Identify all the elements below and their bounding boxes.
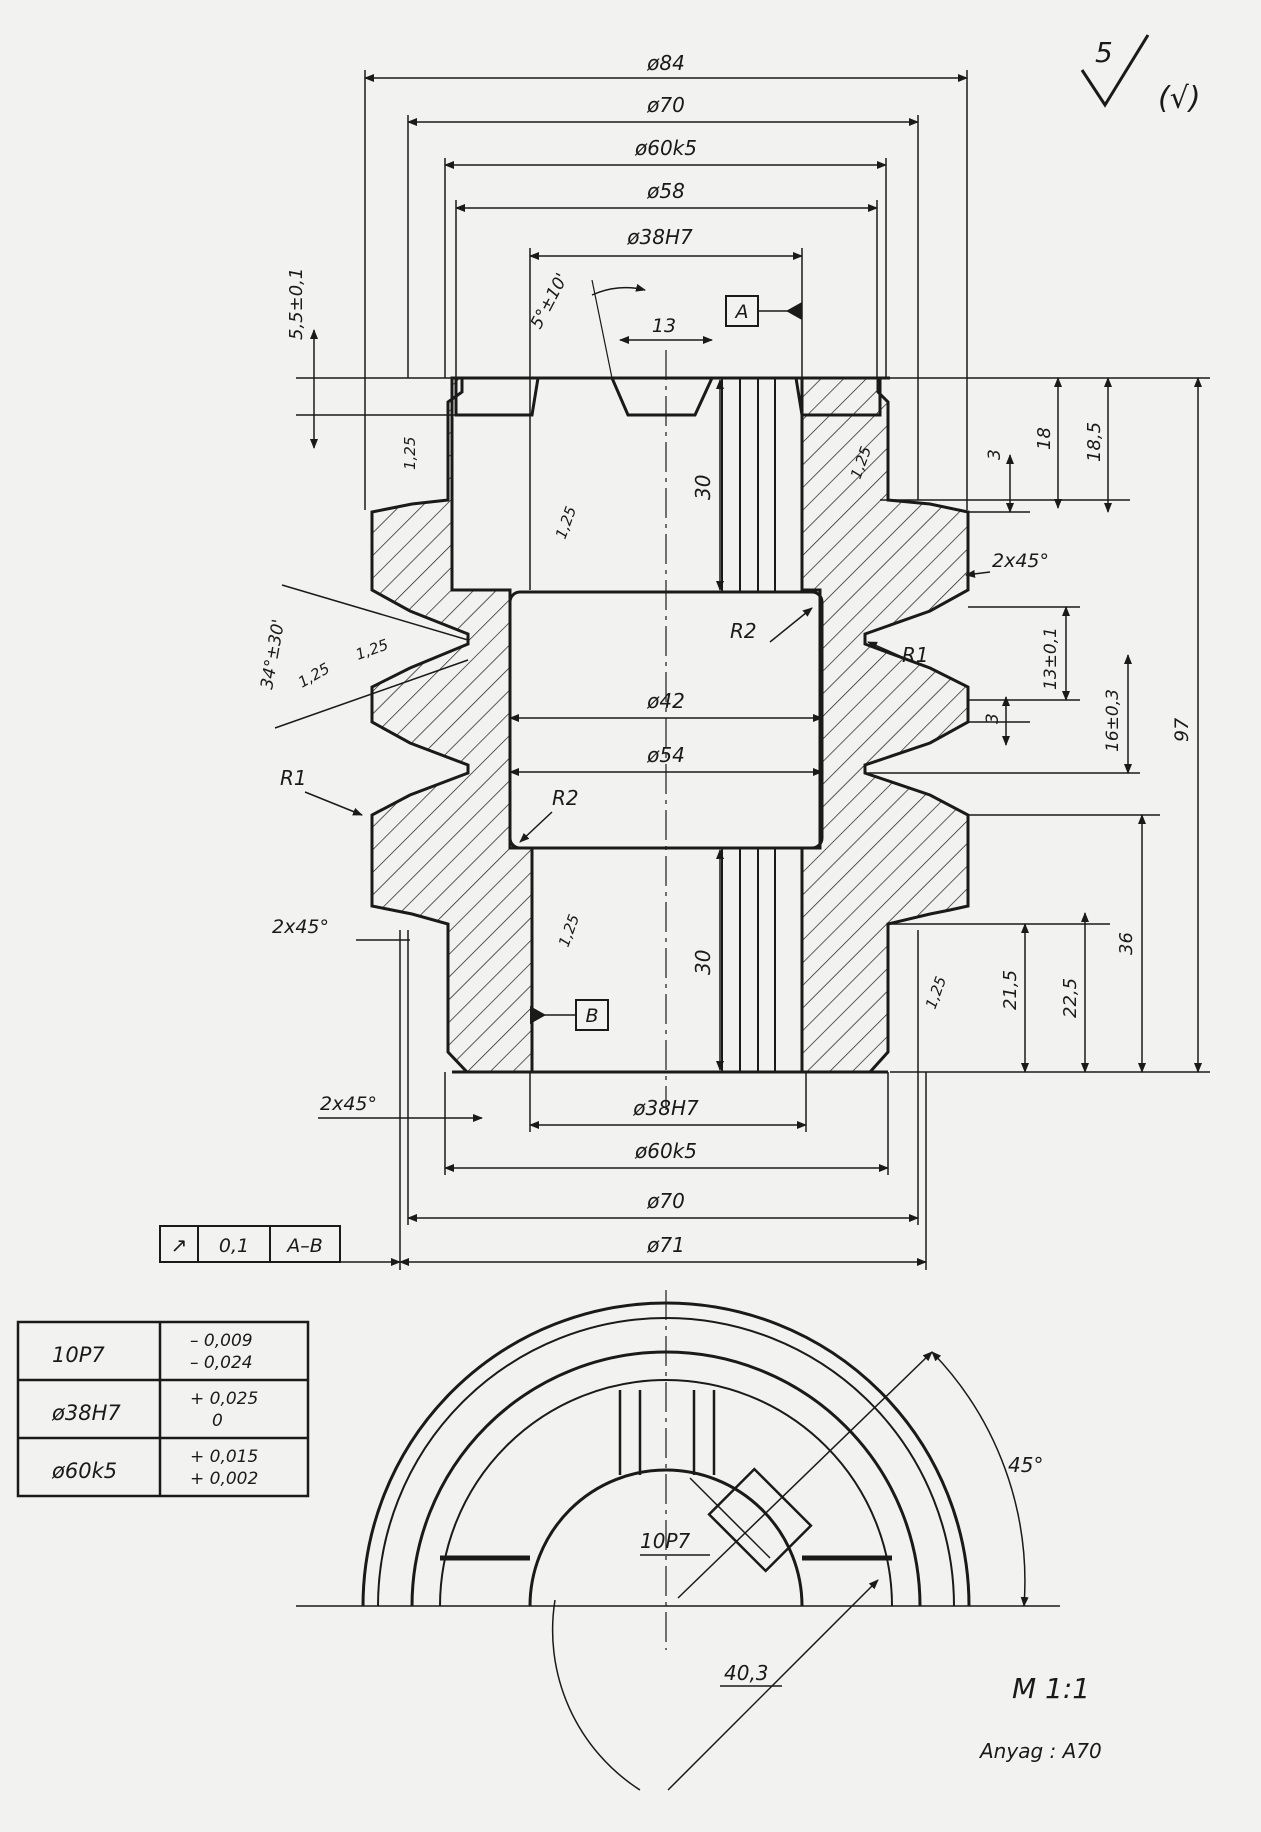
tol-row-1-upper: – 0,009 [190,1331,253,1351]
len-30-bottom: 30 [691,950,715,975]
end-view [296,1290,1060,1791]
rough-2: 1,25 [552,504,580,542]
svg-text:A: A [734,301,749,323]
tol-row-1-lower: – 0,024 [190,1353,253,1373]
end-view-depth: 40,3 [724,1661,769,1685]
rough-6: 1,25 [922,974,950,1012]
rough-3: 1,25 [353,635,391,663]
label-r1-left: R1 [280,766,307,790]
end-view-keyway: 10P7 [640,1529,691,1553]
dim-3-mid: 3 [983,713,1003,724]
dim-36: 36 [1116,932,1137,955]
label-angle-34: 34°±30' [257,618,289,691]
datum-a: A [725,295,802,327]
runout-frame: ↗ 0,1 A–B [159,1225,401,1266]
dim-bore-42: ø42 [646,689,685,713]
datum-b: B [530,999,609,1031]
dim-d70-bottom: ø70 [646,1189,685,1213]
roughness-value: 5 [1095,36,1113,69]
dim-angle-5: 5°±10' [527,270,573,332]
dim-step-5-5: 5,5±0,1 [286,268,307,340]
right-dimension-lines [868,377,1210,1073]
runout-datum: A–B [285,1235,323,1257]
pulley-section [370,350,970,1110]
rough-4: 1,25 [295,659,333,691]
rough-1: 1,25 [401,437,419,470]
key-grooves [721,378,776,1072]
label-r2-bottom: R2 [552,786,579,810]
bore-dim-lines [509,714,823,776]
scale-label: M 1:1 [1012,1672,1090,1705]
dim-18: 18 [1034,427,1055,450]
dim-18-5: 18,5 [1084,422,1105,462]
material-label: Anyag : A70 [978,1739,1102,1763]
dim-d60k5-bottom: ø60k5 [634,1139,697,1163]
dim-d70-top: ø70 [646,93,685,117]
chamfer-bottom: 2x45° [320,1093,377,1115]
dim-22-5: 22,5 [1060,978,1081,1018]
keyway [610,377,714,417]
runout-symbol: ↗ [171,1233,188,1257]
dim-13: 13±0,1 [1041,627,1061,690]
svg-text:B: B [585,1005,598,1027]
rough-5: 1,25 [555,912,583,950]
dim-d71: ø71 [646,1233,685,1257]
dim-3-top: 3 [985,449,1005,460]
dim-16: 16±0,3 [1103,689,1123,752]
tol-row-2-name: ø38H7 [51,1401,121,1425]
dim-97: 97 [1171,718,1193,742]
bottom-dimension-lines [399,930,927,1270]
dim-bore-54: ø54 [646,743,685,767]
dim-21-5: 21,5 [1000,970,1021,1010]
left-section-hatch [370,376,534,1074]
runout-value: 0,1 [219,1235,249,1257]
len-30-top: 30 [691,475,715,500]
roughness-note: (√) [1158,81,1201,116]
dim-d84: ø84 [646,51,685,75]
end-view-angle: 45° [1008,1453,1043,1477]
tol-row-3-lower: + 0,002 [190,1469,258,1489]
groove-angle-lines [274,584,469,729]
surface-roughness-symbol: 5 (√) [1080,34,1201,116]
tol-row-1-name: 10P7 [52,1343,105,1367]
tol-row-3-name: ø60k5 [51,1459,117,1483]
tol-row-2-lower: 0 [212,1411,223,1431]
dim-d38h7-top: ø38H7 [626,225,693,249]
dim-d38h7-bottom: ø38H7 [632,1096,699,1120]
chamfer-left: 2x45° [272,916,329,938]
dim-d58: ø58 [646,179,685,203]
tol-row-3-upper: + 0,015 [190,1447,258,1467]
tol-row-2-upper: + 0,025 [190,1389,258,1409]
label-r2-top: R2 [730,619,757,643]
chamfer-right: 2x45° [992,550,1049,572]
tolerance-table: 10P7 – 0,009 – 0,024 ø38H7 + 0,025 0 ø60… [16,1320,310,1498]
dim-d60k5-top: ø60k5 [634,136,697,160]
right-section-hatch [800,376,970,1074]
top-dimension-lines [296,70,968,590]
dim-keyway-13: 13 [652,315,676,337]
label-r1-right: R1 [902,643,929,667]
